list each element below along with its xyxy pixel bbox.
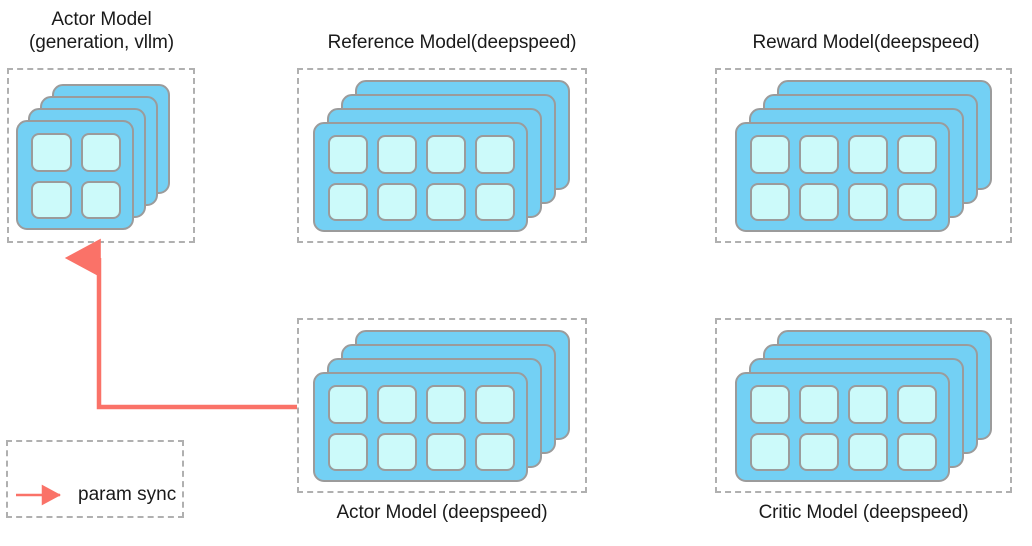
card-cell xyxy=(799,385,839,424)
group-critic-model: Critic Model (deepspeed) xyxy=(715,300,1025,546)
card-cell xyxy=(475,432,515,471)
card-cell xyxy=(31,133,72,172)
card-cell xyxy=(848,135,888,174)
card-cell-grid xyxy=(328,135,515,221)
card-cell xyxy=(426,135,466,174)
group-reference-model: Reference Model(deepspeed) xyxy=(297,0,607,246)
card-layer-1-front xyxy=(313,372,528,482)
legend-entry-param-sync: param sync xyxy=(16,480,176,510)
card-cell-grid xyxy=(750,385,937,471)
card-cell xyxy=(377,182,417,221)
card-cell xyxy=(848,432,888,471)
group-boundary-actor-vllm xyxy=(7,68,195,243)
legend-arrow-icon xyxy=(16,484,61,506)
card-cell xyxy=(328,182,368,221)
card-layer-1-front xyxy=(16,120,134,230)
card-cell xyxy=(750,385,790,424)
group-boundary-reward-model xyxy=(715,68,1012,243)
card-layer-1-front xyxy=(735,372,950,482)
legend-label-param-sync: param sync xyxy=(78,484,177,505)
card-cell xyxy=(750,135,790,174)
group-title-critic-model: Critic Model (deepspeed) xyxy=(758,502,969,523)
group-boundary-reference-model xyxy=(297,68,587,243)
group-title-actor-vllm: Actor Model (generation, vllm) xyxy=(29,9,174,53)
card-cell xyxy=(897,182,937,221)
card-cell-grid xyxy=(750,135,937,221)
group-title-reward-model: Reward Model(deepspeed) xyxy=(752,32,980,53)
group-boundary-critic-model xyxy=(715,318,1012,493)
card-cell xyxy=(377,135,417,174)
card-cell xyxy=(328,432,368,471)
card-cell xyxy=(426,182,466,221)
card-cell xyxy=(750,432,790,471)
group-boundary-actor-deepspeed xyxy=(297,318,587,493)
card-cell xyxy=(475,385,515,424)
card-cell xyxy=(848,182,888,221)
card-cell xyxy=(897,432,937,471)
card-cell xyxy=(897,385,937,424)
card-cell-grid xyxy=(31,133,121,219)
card-cell xyxy=(799,432,839,471)
card-cell xyxy=(426,432,466,471)
card-cell xyxy=(31,180,72,219)
card-cell xyxy=(328,385,368,424)
group-title-reference-model: Reference Model(deepspeed) xyxy=(327,32,577,53)
group-title-actor-deepspeed: Actor Model (deepspeed) xyxy=(336,502,548,523)
card-cell xyxy=(328,135,368,174)
card-layer-1-front xyxy=(735,122,950,232)
group-actor-vllm: Actor Model (generation, vllm) xyxy=(0,0,203,246)
card-cell xyxy=(377,432,417,471)
card-cell xyxy=(897,135,937,174)
param-sync-path xyxy=(64,238,297,410)
card-cell xyxy=(80,133,121,172)
card-cell xyxy=(799,135,839,174)
group-reward-model: Reward Model(deepspeed) xyxy=(715,0,1025,246)
card-cell-grid xyxy=(328,385,515,471)
card-cell xyxy=(80,180,121,219)
card-cell xyxy=(426,385,466,424)
card-cell xyxy=(750,182,790,221)
card-cell xyxy=(475,182,515,221)
card-layer-1-front xyxy=(313,122,528,232)
card-cell xyxy=(475,135,515,174)
card-cell xyxy=(377,385,417,424)
group-actor-deepspeed: Actor Model (deepspeed) xyxy=(297,300,607,546)
legend-box xyxy=(6,440,184,518)
card-cell xyxy=(848,385,888,424)
card-cell xyxy=(799,182,839,221)
